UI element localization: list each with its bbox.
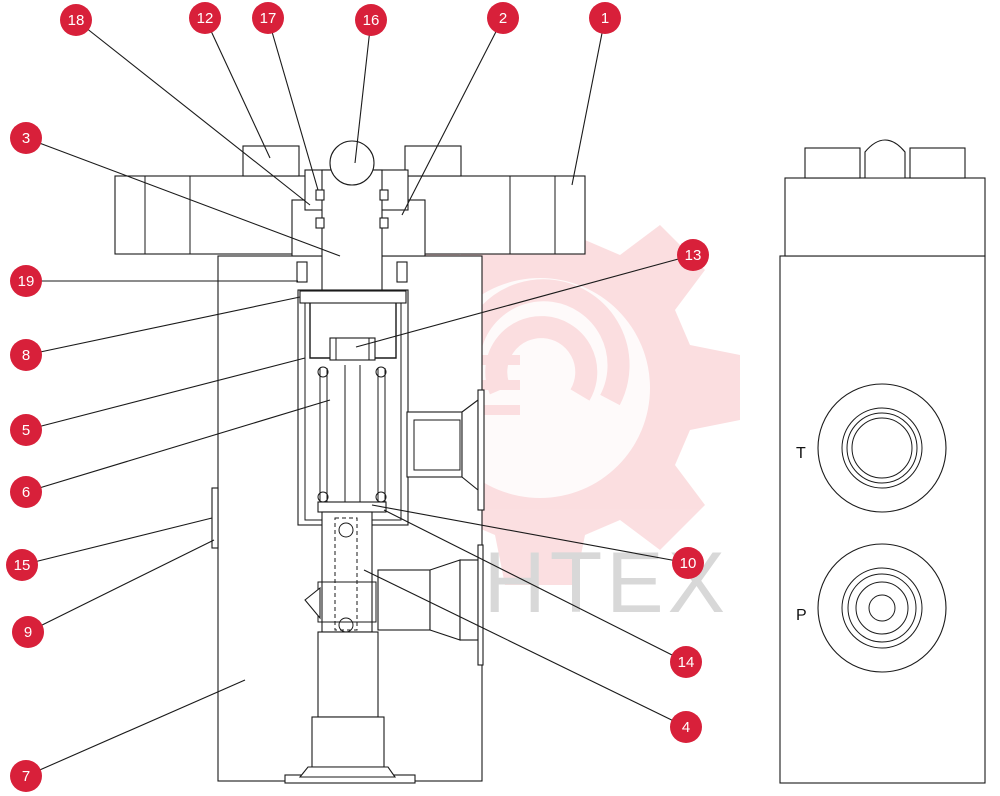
callout-label: 16 (363, 12, 380, 29)
callout-badge (589, 2, 621, 34)
callout-12: 12 (189, 2, 221, 34)
callout-17: 17 (252, 2, 284, 34)
callout-badge (10, 476, 42, 508)
port-p (817, 543, 947, 673)
callout-label: 15 (14, 557, 31, 574)
callout-badge (60, 4, 92, 36)
callout-10: 10 (672, 547, 704, 579)
callout-label: 14 (678, 654, 695, 671)
callout-label: 7 (22, 768, 30, 785)
callout-badge (6, 549, 38, 581)
callout-1: 1 (589, 2, 621, 34)
callout-label: 13 (685, 247, 702, 264)
callout-label: 18 (68, 12, 85, 29)
callout-7: 7 (10, 760, 42, 792)
callout-6: 6 (10, 476, 42, 508)
callout-14: 14 (670, 646, 702, 678)
callout-label: 3 (22, 130, 30, 147)
port-t-label: T (796, 445, 806, 462)
front-section-view (114, 140, 586, 784)
callout-badge (10, 760, 42, 792)
callout-label: 12 (197, 10, 214, 27)
callout-9: 9 (12, 616, 44, 648)
callout-badge (672, 547, 704, 579)
callout-8: 8 (10, 339, 42, 371)
callout-badge (12, 616, 44, 648)
callout-label: 1 (601, 10, 609, 27)
callout-badge (670, 711, 702, 743)
callout-4: 4 (670, 711, 702, 743)
callout-badge (10, 265, 42, 297)
callout-13: 13 (677, 239, 709, 271)
callout-badge (10, 414, 42, 446)
callout-label: 19 (18, 273, 35, 290)
port-t (817, 383, 947, 513)
callout-2: 2 (487, 2, 519, 34)
callout-16: 16 (355, 4, 387, 36)
callout-badge (10, 122, 42, 154)
callout-5: 5 (10, 414, 42, 446)
callout-badge (252, 2, 284, 34)
leader-lines (21, 17, 694, 777)
callout-label: 8 (22, 347, 30, 364)
callout-badge (487, 2, 519, 34)
callout-label: 17 (260, 10, 277, 27)
callout-label: 2 (499, 10, 507, 27)
side-view: T P (779, 139, 986, 784)
callout-badge (355, 4, 387, 36)
callout-badge (10, 339, 42, 371)
callout-badge (189, 2, 221, 34)
callout-19: 19 (10, 265, 42, 297)
callout-label: 4 (682, 719, 690, 736)
callout-label: 9 (24, 624, 32, 641)
callout-3: 3 (10, 122, 42, 154)
callout-18: 18 (60, 4, 92, 36)
port-p-label: P (796, 607, 807, 624)
callout-badge (677, 239, 709, 271)
callout-label: 6 (22, 484, 30, 501)
callout-badge (670, 646, 702, 678)
callout-label: 5 (22, 422, 30, 439)
callout-label: 10 (680, 555, 697, 572)
callout-15: 15 (6, 549, 38, 581)
